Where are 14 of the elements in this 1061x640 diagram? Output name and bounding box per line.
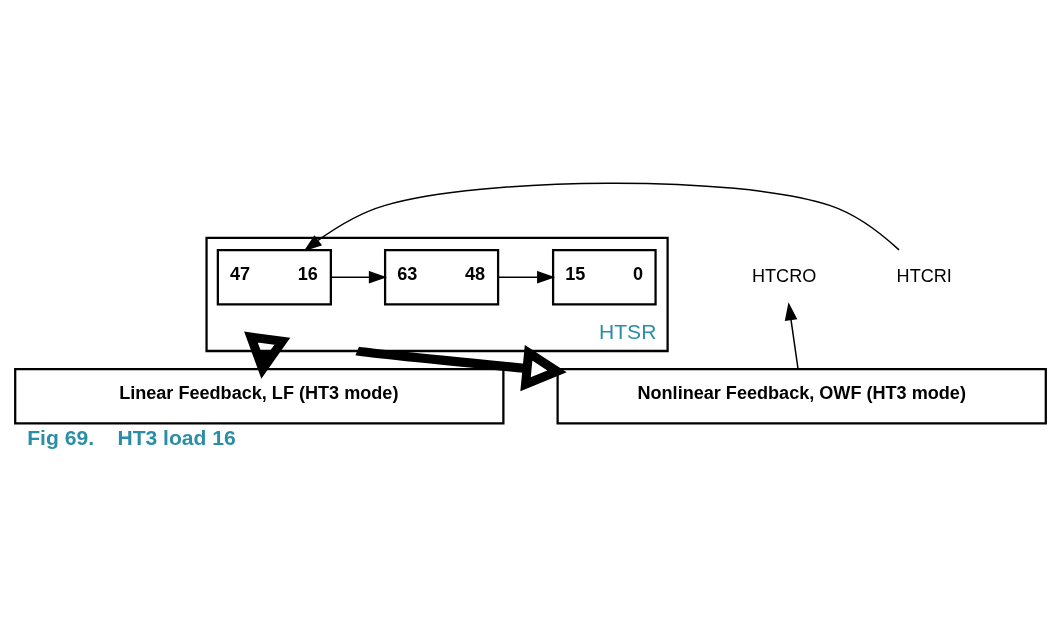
arrow	[330, 270, 387, 283]
arrow	[356, 344, 567, 391]
node-box: 63 48	[383, 248, 500, 305]
arrow	[497, 270, 556, 283]
arrow	[244, 331, 291, 379]
node-text: HTCRO	[751, 265, 817, 286]
node-box: 15 0	[551, 248, 657, 305]
node-text: HTCRI	[896, 265, 952, 286]
node-box: Linear Feedback, LF (HT3 mode)	[14, 367, 505, 424]
node-box: 47 16	[216, 248, 332, 305]
arrow	[303, 181, 900, 251]
caption: Fig 69. HT3 load 16	[27, 425, 236, 449]
arrow	[784, 301, 799, 370]
node-box: Nonlinear Feedback, OWF (HT3 mode)	[556, 367, 1047, 424]
